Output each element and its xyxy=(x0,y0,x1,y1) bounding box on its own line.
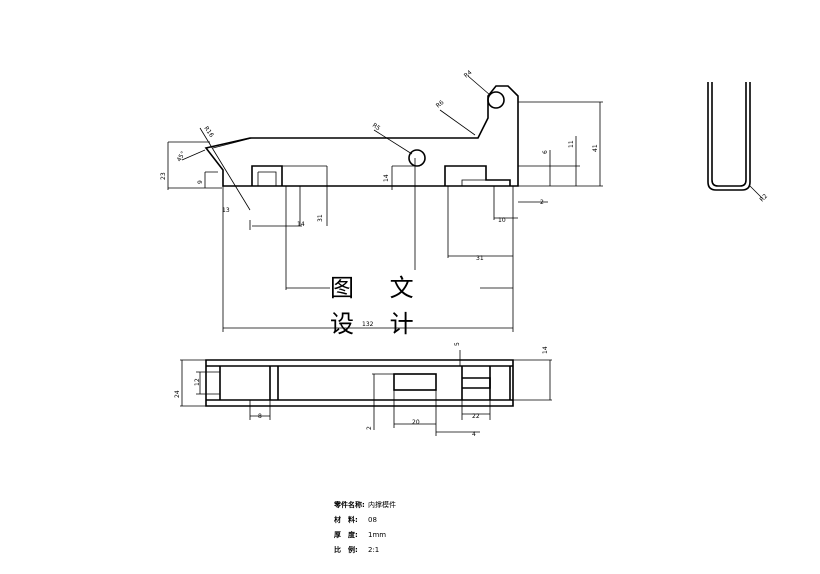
dim-45deg: 45° xyxy=(176,150,187,163)
dim-5: 5 xyxy=(454,342,461,346)
part-name-label: 零件名称: xyxy=(334,501,365,509)
dim-9a: 9 xyxy=(197,180,204,184)
material-label: 材 料: xyxy=(334,516,358,524)
dim-14c: 14 xyxy=(542,346,549,354)
material-value: 08 xyxy=(368,516,377,524)
part-name-value: 内撑模件 xyxy=(368,501,396,509)
dim-14a: 14 xyxy=(297,221,305,228)
dim-6: 6 xyxy=(542,150,549,154)
dim-132: 132 xyxy=(362,321,374,328)
dim-13: 13 xyxy=(222,207,230,214)
title-block: 零件名称:内撑模件 材 料: 08 厚 度: 1mm 比 例: 2:1 xyxy=(334,498,396,558)
bottom-view xyxy=(180,350,552,436)
dim-41: 41 xyxy=(592,144,599,152)
dim-11: 11 xyxy=(568,140,575,148)
dim-2a: 2 xyxy=(540,199,544,206)
dim-12b: 12 xyxy=(194,378,201,386)
dim-22: 22 xyxy=(472,413,480,420)
dim-R2: R2 xyxy=(758,193,769,204)
thickness-label: 厚 度: xyxy=(334,531,358,539)
dim-31b: 31 xyxy=(476,255,484,262)
dim-8: 8 xyxy=(258,413,262,420)
dim-20: 20 xyxy=(412,419,420,426)
dim-R6: R6 xyxy=(435,99,446,110)
dim-24: 24 xyxy=(174,390,181,398)
dimension-labels: 132 31 14 14 23 41 11 6 2 10 31 9 13 45°… xyxy=(160,69,769,438)
front-view-dimensions xyxy=(167,75,603,332)
front-view xyxy=(204,85,519,187)
dim-31: 31 xyxy=(317,214,324,222)
watermark: 图 文 设 计 xyxy=(330,270,480,338)
dim-R5: R5 xyxy=(371,122,382,132)
dim-14b: 14 xyxy=(383,174,390,182)
dim-R4: R4 xyxy=(463,69,474,80)
scale-value: 2:1 xyxy=(368,546,380,554)
scale-label: 比 例: xyxy=(334,546,358,554)
dim-R16: R16 xyxy=(202,125,215,139)
dim-23: 23 xyxy=(160,172,167,180)
dim-4: 4 xyxy=(472,431,476,438)
thickness-value: 1mm xyxy=(368,531,387,539)
dim-2b: 2 xyxy=(366,426,373,430)
dim-10: 10 xyxy=(498,217,506,224)
side-view xyxy=(707,82,763,199)
